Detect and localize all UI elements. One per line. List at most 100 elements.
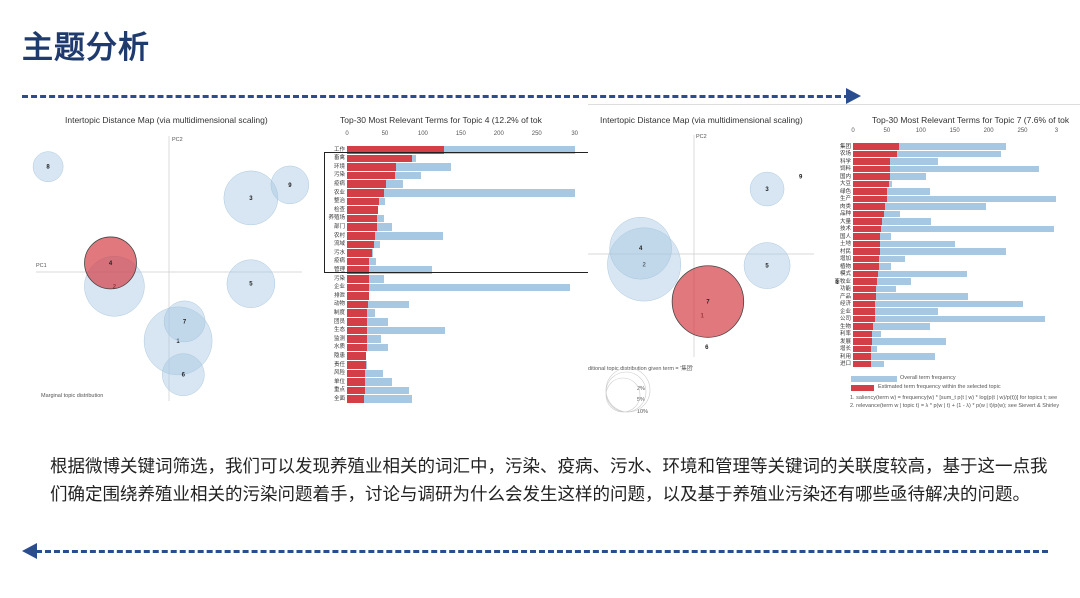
term-label[interactable]: 隐患 xyxy=(333,352,345,359)
topic-frequency-bar[interactable] xyxy=(347,326,368,335)
term-label[interactable]: 绿色 xyxy=(839,188,851,195)
topic-frequency-bar[interactable] xyxy=(347,189,385,197)
topic-frequency-bar[interactable] xyxy=(347,163,396,171)
overall-frequency-bar[interactable] xyxy=(853,225,1055,232)
topic-frequency-bar[interactable] xyxy=(347,275,369,283)
term-label[interactable]: 制度 xyxy=(333,309,345,316)
term-label[interactable]: 部门 xyxy=(333,223,345,230)
term-label[interactable]: 村民 xyxy=(839,248,851,255)
term-label[interactable]: 公司 xyxy=(839,316,851,322)
term-label[interactable]: 生产 xyxy=(839,196,851,202)
topic-frequency-bar[interactable] xyxy=(347,197,379,206)
topic-frequency-bar[interactable] xyxy=(347,257,369,266)
term-label[interactable]: 养殖场 xyxy=(328,215,345,222)
overall-frequency-bar[interactable] xyxy=(853,248,1007,255)
term-label[interactable]: 增长 xyxy=(839,346,851,352)
term-label[interactable]: 责任 xyxy=(333,361,345,368)
term-label[interactable]: 肉类 xyxy=(839,203,851,210)
overall-frequency-bar[interactable] xyxy=(853,338,946,345)
topic-frequency-bar[interactable] xyxy=(347,369,366,378)
term-label[interactable]: 国内 xyxy=(839,173,851,180)
topic-frequency-bar[interactable] xyxy=(347,292,369,300)
topic-frequency-bar[interactable] xyxy=(347,223,377,231)
overall-frequency-bar[interactable] xyxy=(347,266,432,274)
term-label[interactable]: 检查 xyxy=(333,206,345,213)
term-label[interactable]: 畜禽 xyxy=(333,155,345,162)
topic-frequency-bar[interactable] xyxy=(347,214,378,223)
term-label[interactable]: 进口 xyxy=(839,361,851,367)
topic-frequency-bar[interactable] xyxy=(853,345,871,352)
topic-frequency-bar[interactable] xyxy=(853,300,876,307)
term-label[interactable]: 产品 xyxy=(839,293,851,300)
topic-frequency-bar[interactable] xyxy=(853,225,882,232)
topic-frequency-bar[interactable] xyxy=(853,203,885,210)
topic-frequency-bar[interactable] xyxy=(347,300,369,309)
term-label[interactable]: 土地 xyxy=(839,241,851,247)
overall-frequency-bar[interactable] xyxy=(853,158,938,165)
term-label[interactable]: 农场 xyxy=(839,151,851,157)
topic-frequency-bar[interactable] xyxy=(347,249,373,257)
term-label[interactable]: 疫病 xyxy=(333,180,345,187)
term-label[interactable]: 技术 xyxy=(839,226,851,232)
term-label[interactable]: 模式 xyxy=(839,271,851,277)
topic-frequency-bar[interactable] xyxy=(853,188,887,195)
term-label[interactable]: 利率 xyxy=(839,331,851,337)
overall-frequency-bar[interactable] xyxy=(853,195,1057,202)
topic-frequency-bar[interactable] xyxy=(347,266,369,274)
topic-frequency-bar[interactable] xyxy=(347,343,367,352)
topic-circle-6[interactable] xyxy=(162,353,205,396)
topic-circle-9[interactable] xyxy=(270,165,310,205)
topic-frequency-bar[interactable] xyxy=(853,285,877,292)
term-label[interactable]: 单位 xyxy=(333,378,345,385)
topic-frequency-bar[interactable] xyxy=(347,309,368,317)
overall-frequency-bar[interactable] xyxy=(853,143,1007,150)
topic-circle-5[interactable] xyxy=(226,259,276,308)
topic-frequency-bar[interactable] xyxy=(853,143,900,150)
term-label[interactable]: 利用 xyxy=(839,353,851,360)
topic-frequency-bar[interactable] xyxy=(347,180,387,188)
overall-frequency-bar[interactable] xyxy=(347,163,451,171)
topic-frequency-bar[interactable] xyxy=(347,395,365,403)
topic-frequency-bar[interactable] xyxy=(347,386,366,395)
term-label[interactable]: 监测 xyxy=(333,335,345,342)
overall-frequency-bar[interactable] xyxy=(853,270,967,277)
term-label[interactable]: 污染 xyxy=(333,275,345,282)
overall-frequency-bar[interactable] xyxy=(347,326,445,335)
topic-frequency-bar[interactable] xyxy=(347,154,412,163)
overall-frequency-bar[interactable] xyxy=(347,283,571,292)
overall-frequency-bar[interactable] xyxy=(347,378,392,386)
topic-frequency-bar[interactable] xyxy=(347,171,395,180)
topic-frequency-bar[interactable] xyxy=(853,360,871,367)
topic-frequency-bar[interactable] xyxy=(853,210,884,217)
term-label[interactable]: 功能 xyxy=(839,286,851,292)
topic-frequency-bar[interactable] xyxy=(853,180,889,187)
term-label[interactable]: 农村 xyxy=(333,232,345,239)
overall-frequency-bar[interactable] xyxy=(853,293,968,300)
overall-frequency-bar[interactable] xyxy=(347,232,444,240)
topic-circle-7[interactable] xyxy=(671,265,745,338)
term-label[interactable]: 增加 xyxy=(839,256,851,262)
overall-frequency-bar[interactable] xyxy=(347,300,410,309)
term-label[interactable]: 污染 xyxy=(333,172,345,179)
topic-frequency-bar[interactable] xyxy=(853,315,875,322)
topic-circle-3[interactable] xyxy=(749,171,785,207)
topic-frequency-bar[interactable] xyxy=(853,330,872,337)
topic-circle-7[interactable] xyxy=(163,300,206,343)
term-label[interactable]: 饲料 xyxy=(839,166,851,172)
topic-frequency-bar[interactable] xyxy=(853,158,891,165)
overall-frequency-bar[interactable] xyxy=(347,189,575,197)
term-label[interactable]: 品种 xyxy=(839,211,851,217)
term-label[interactable]: 工作 xyxy=(333,146,345,153)
term-label[interactable]: 经济 xyxy=(839,301,851,307)
term-label[interactable]: 团员 xyxy=(333,318,345,325)
topic-frequency-bar[interactable] xyxy=(347,378,366,386)
topic-frequency-bar[interactable] xyxy=(347,206,379,214)
topic-frequency-bar[interactable] xyxy=(853,165,891,172)
overall-frequency-bar[interactable] xyxy=(347,386,410,395)
topic-frequency-bar[interactable] xyxy=(853,263,879,270)
topic-frequency-bar[interactable] xyxy=(347,240,375,249)
overall-frequency-bar[interactable] xyxy=(347,318,388,326)
term-label[interactable]: 企业 xyxy=(839,308,851,315)
topic-frequency-bar[interactable] xyxy=(347,283,369,292)
term-label[interactable]: 生态 xyxy=(333,327,345,334)
